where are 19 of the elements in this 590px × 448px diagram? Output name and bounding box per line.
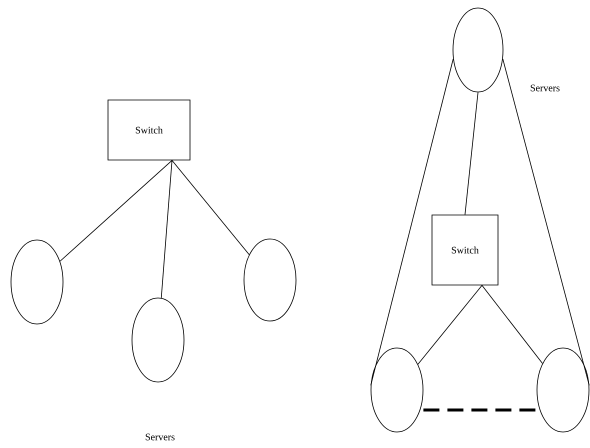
switch-box: Switch bbox=[432, 214, 498, 286]
link-line bbox=[160, 160, 172, 298]
server-ellipse bbox=[10, 240, 64, 324]
link-line bbox=[464, 92, 478, 215]
link-line bbox=[482, 285, 543, 364]
server-ellipse bbox=[244, 238, 296, 322]
server-ellipse bbox=[370, 348, 424, 432]
link-line bbox=[60, 160, 172, 262]
group-label: Servers bbox=[146, 434, 175, 440]
dashed-link bbox=[423, 408, 537, 412]
group-label: Servers bbox=[530, 84, 560, 92]
link-line bbox=[370, 58, 454, 386]
server-ellipse bbox=[452, 8, 504, 92]
server-ellipse bbox=[536, 348, 590, 432]
server-ellipse bbox=[132, 298, 184, 382]
link-line bbox=[172, 160, 250, 255]
link-line bbox=[418, 285, 482, 365]
link-line bbox=[502, 58, 590, 386]
switch-box: Switch bbox=[108, 100, 190, 160]
